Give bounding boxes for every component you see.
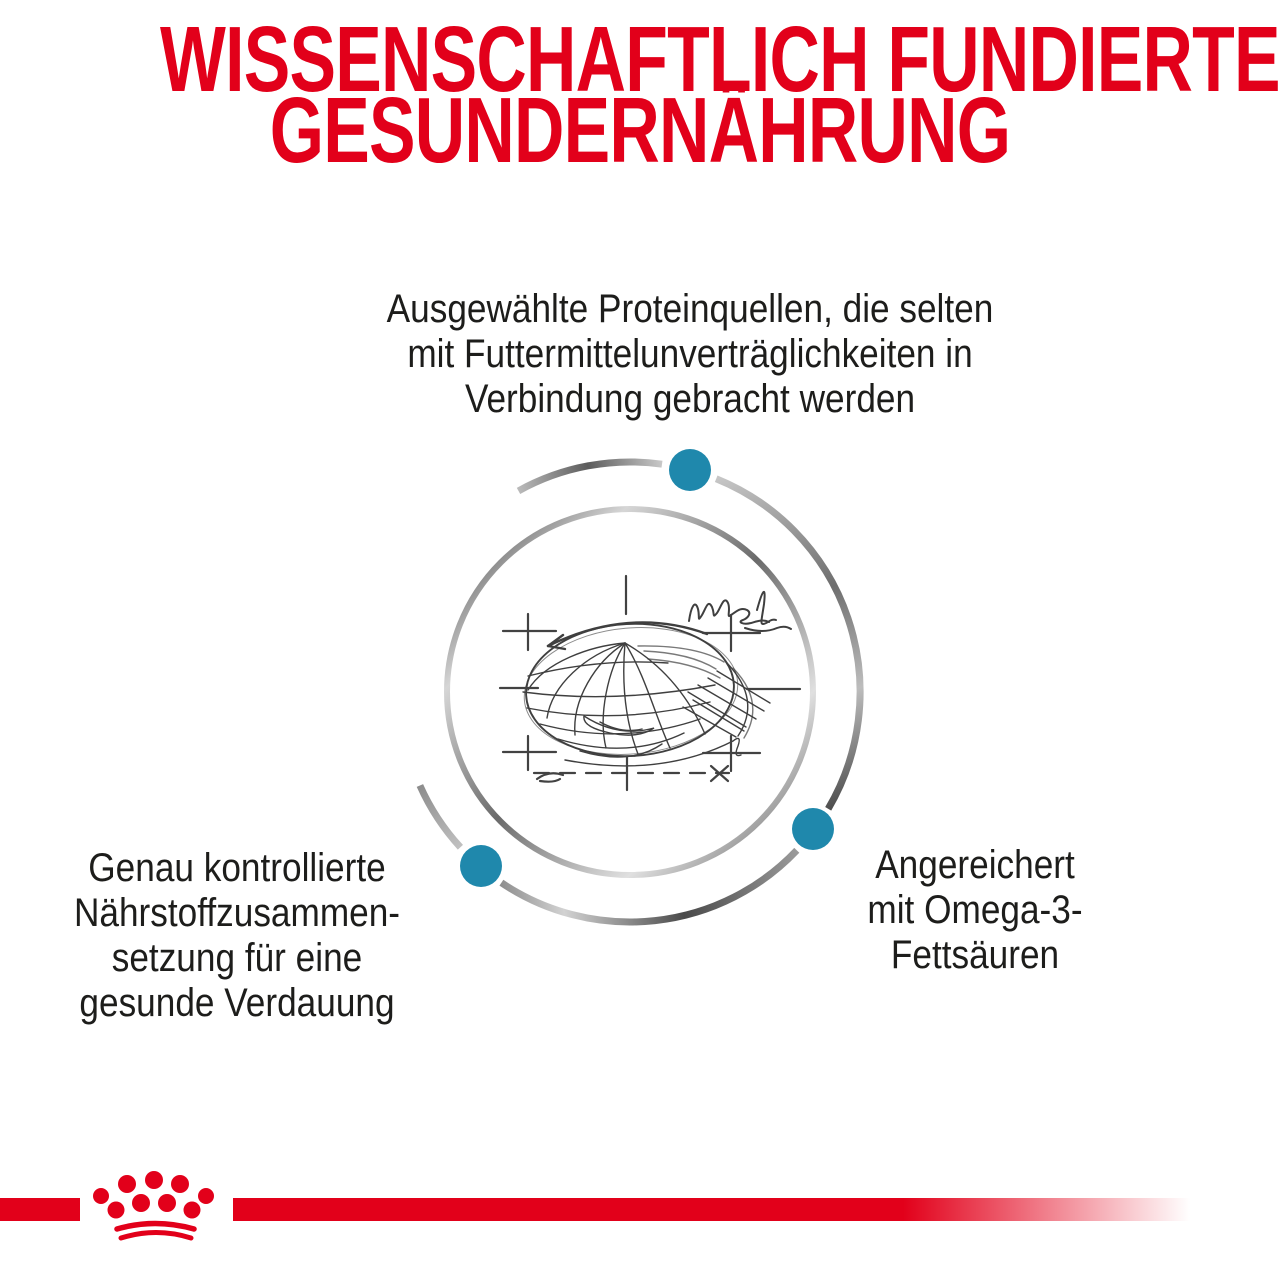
callout-right-line-2: mit Omega-3-	[867, 888, 1083, 932]
orbit-outer-arc-bottom	[499, 847, 800, 926]
callout-nutrient-composition: Genau kontrollierte Nährstoffzusammen- s…	[37, 846, 437, 1026]
callout-top-line-3: Verbindung gebracht werden	[464, 377, 916, 421]
callout-left-line-3: setzung für eine	[111, 936, 363, 980]
callout-left-line-4: gesunde Verdauung	[79, 981, 395, 1025]
orbit-outer-arc-top	[516, 458, 663, 494]
callout-right-line-3: Fettsäuren	[890, 933, 1060, 977]
page-title-line-2: GESUNDERNÄHRUNG	[269, 78, 1011, 182]
drafting-crosshairs	[498, 574, 802, 792]
page-title: WISSENSCHAFTLICH FUNDIERTE GESUNDERNÄHRU…	[0, 13, 1280, 177]
callout-left-line-1: Genau kontrollierte	[88, 846, 386, 890]
crown-dots	[93, 1171, 214, 1219]
callout-top-line-1: Ausgewählte Proteinquellen, die selten	[386, 287, 994, 331]
callout-omega-3: Angereichert mit Omega-3- Fettsäuren	[775, 843, 1175, 978]
crown-base-arcs	[114, 1220, 197, 1241]
accent-dot-bottom-left	[460, 845, 502, 887]
orbit-rings	[416, 458, 864, 926]
callout-top-line-2: mit Futtermittelunverträglichkeiten in	[407, 332, 973, 376]
footer-red-band-right	[233, 1198, 1190, 1221]
callout-protein-sources: Ausgewählte Proteinquellen, die selten m…	[340, 287, 1040, 422]
accent-dot-bottom-right	[792, 808, 834, 850]
orbit-outer-arc-lower-left	[416, 784, 463, 850]
callout-left-line-2: Nährstoffzusammen-	[73, 891, 401, 935]
royal-canin-crown-logo-icon	[93, 1171, 214, 1241]
callout-right-line-1: Angereichert	[875, 843, 1075, 887]
orbit-inner-circle	[444, 506, 816, 878]
footer-red-band-left	[0, 1198, 80, 1221]
accent-dots	[460, 449, 834, 887]
rotation-arrow-icon	[546, 621, 709, 651]
accent-dot-top	[669, 449, 711, 491]
orbit-outer-arc-right	[714, 475, 864, 811]
signature-scribble	[688, 591, 792, 632]
page-title-line-1: WISSENSCHAFTLICH FUNDIERTE	[160, 7, 1280, 111]
kibble-sketch-icon	[498, 574, 802, 792]
